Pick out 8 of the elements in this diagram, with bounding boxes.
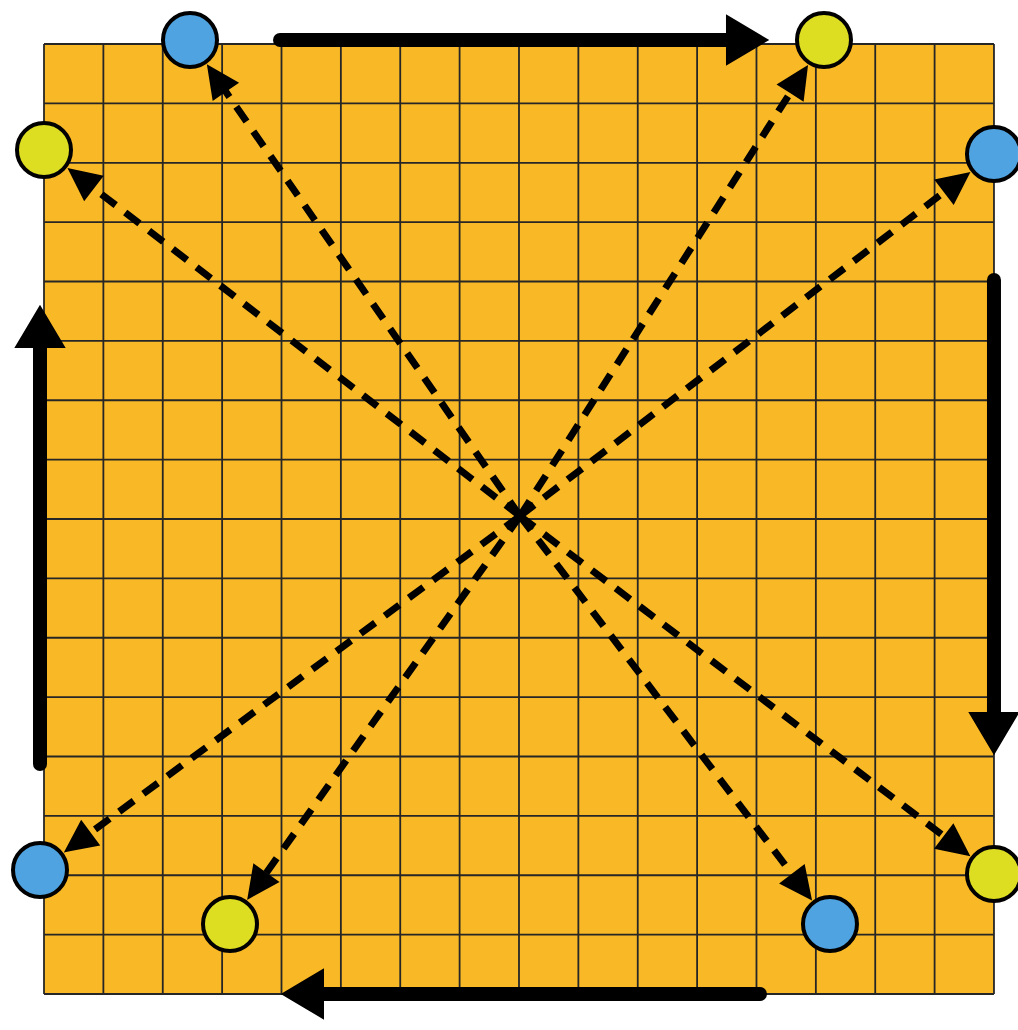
circle-marker bbox=[795, 11, 853, 69]
circle-marker bbox=[965, 845, 1018, 903]
circle-marker bbox=[15, 121, 73, 179]
circle-marker bbox=[201, 895, 259, 953]
circle-marker bbox=[11, 841, 69, 899]
circle-marker bbox=[965, 125, 1018, 183]
circle-marker bbox=[161, 11, 219, 69]
circle-marker bbox=[801, 895, 859, 953]
